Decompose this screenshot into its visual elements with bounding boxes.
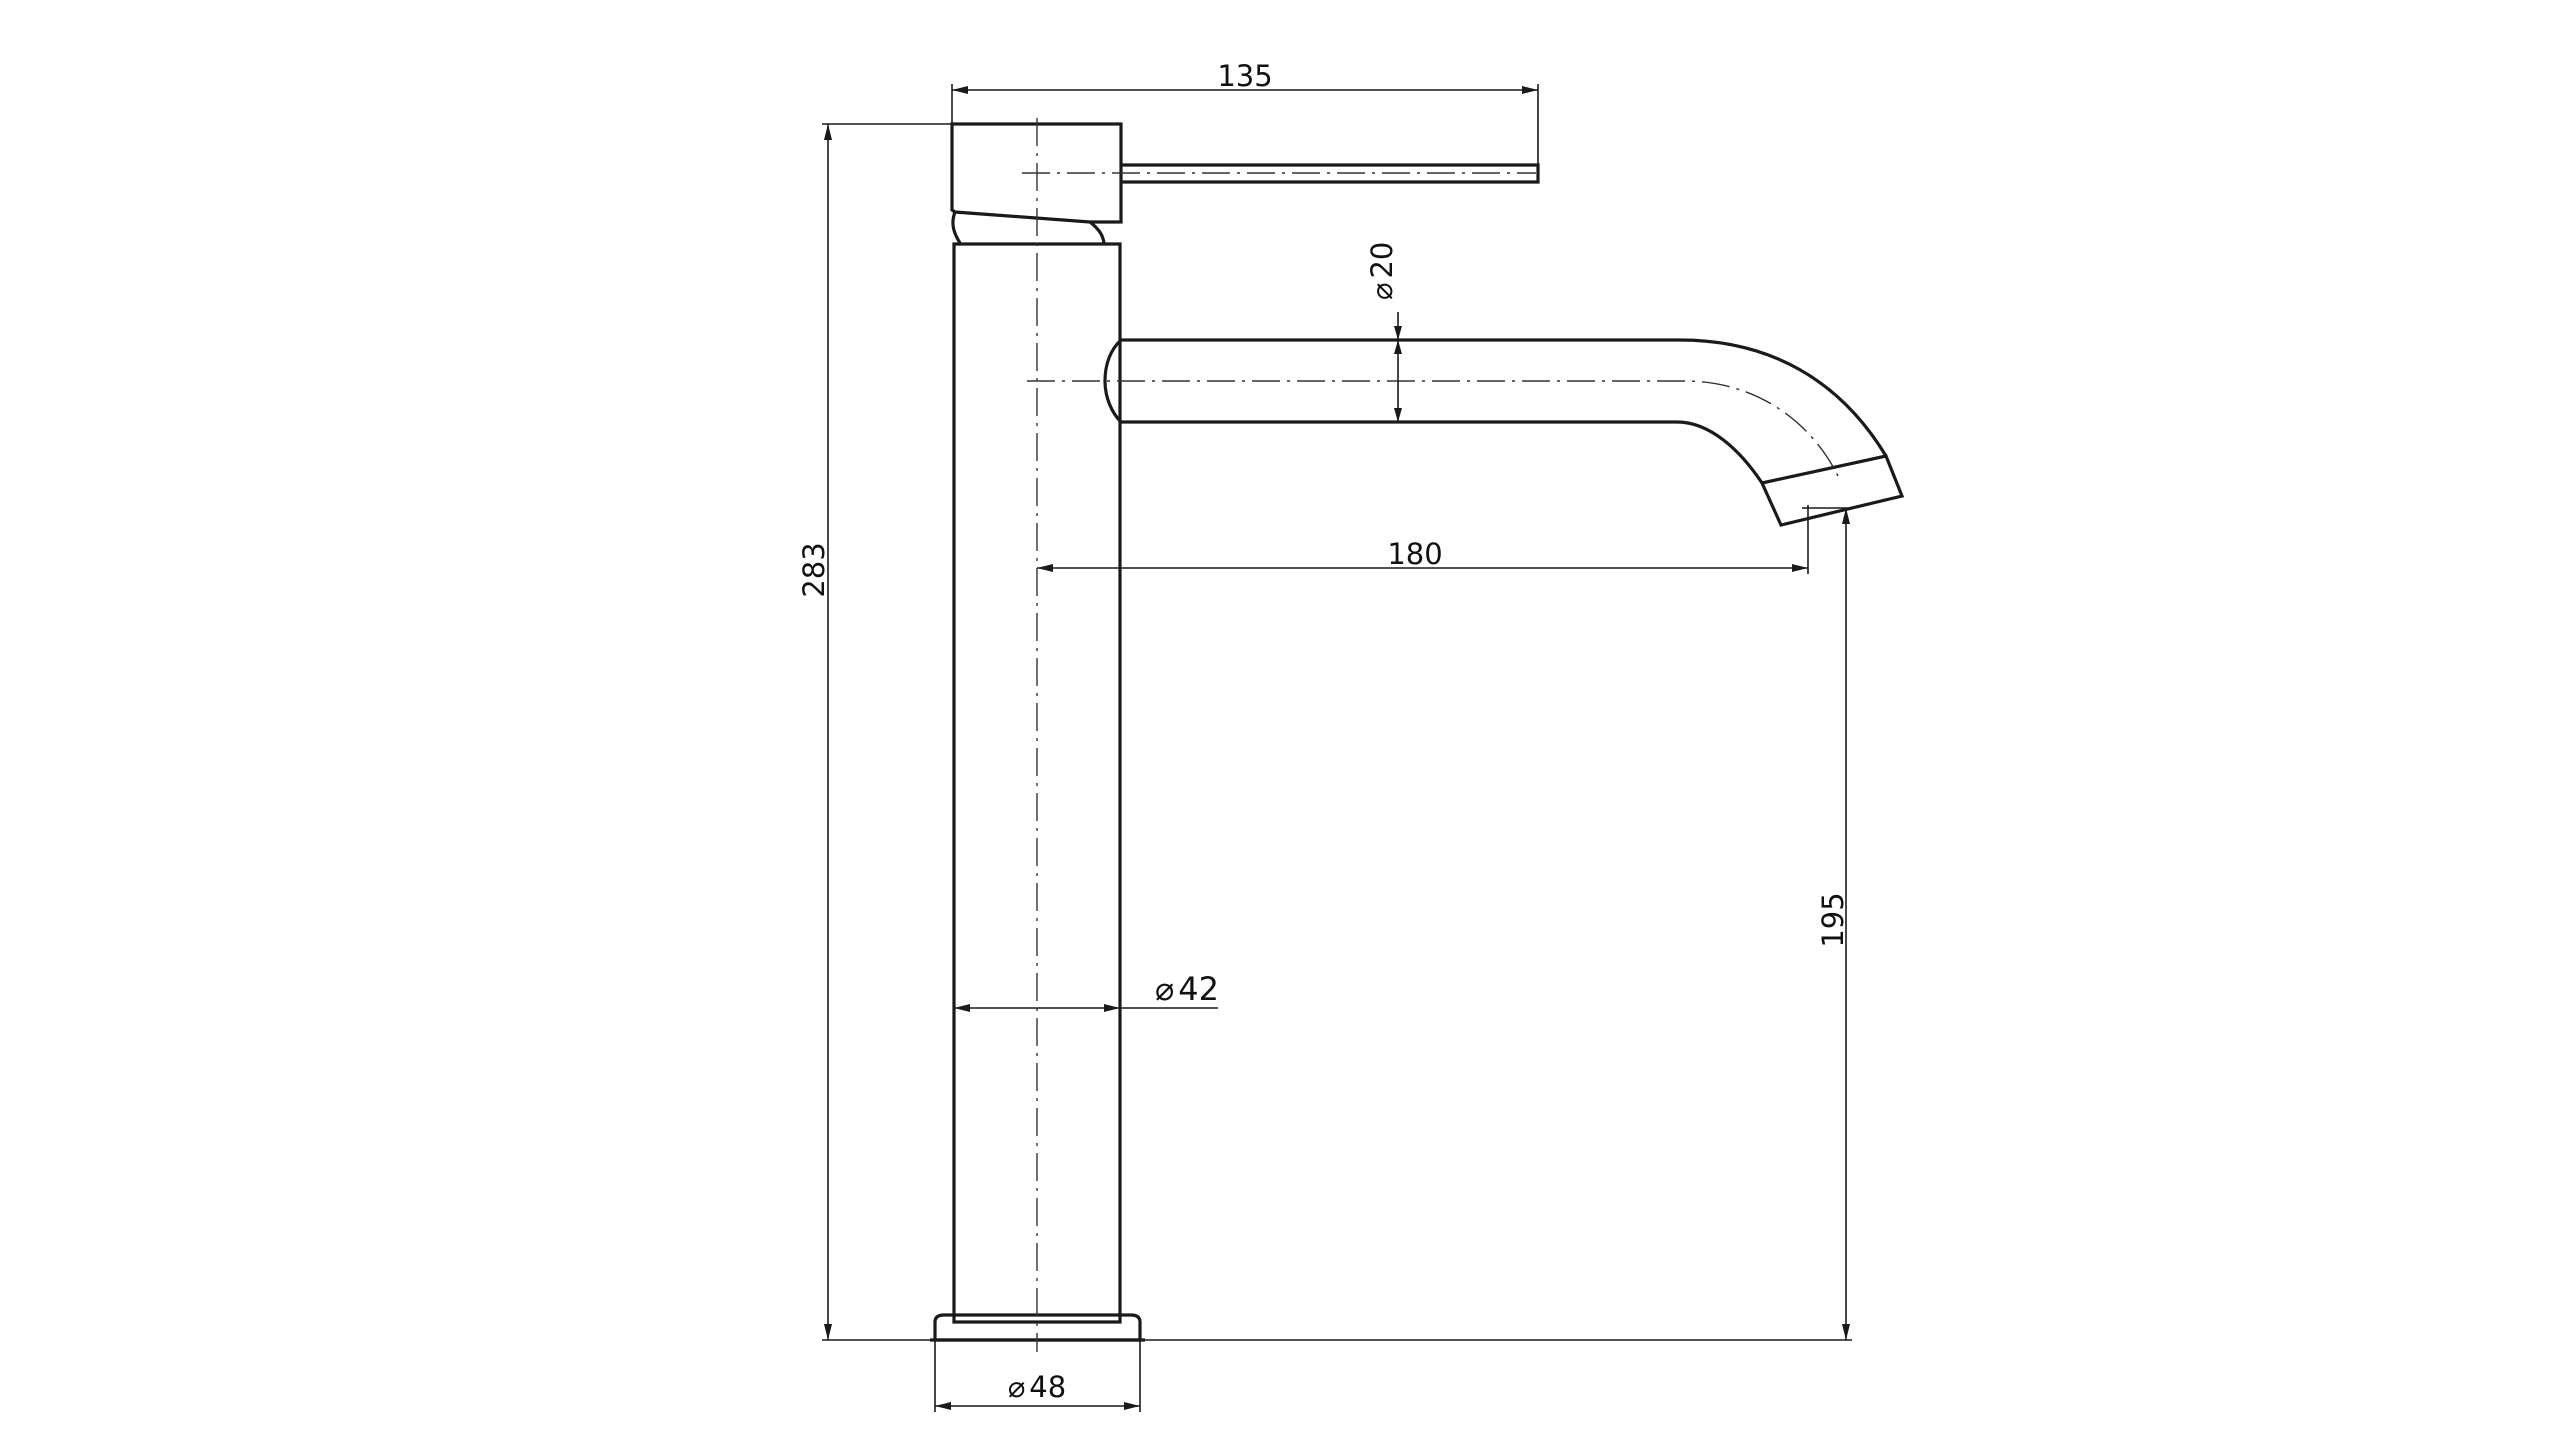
lever-reach-label: 135: [1217, 59, 1272, 93]
dimension-spout-height: [1145, 507, 1852, 1341]
base-diameter-value: 48: [1029, 1370, 1066, 1404]
total-height-label: 283: [797, 542, 831, 597]
handle-neck: [951, 211, 1106, 244]
body-diameter-value: 42: [1178, 970, 1219, 1008]
center-lines: [1022, 118, 1839, 1352]
spout-reach-label: 180: [1387, 537, 1442, 571]
dimension-spout-reach: [1037, 505, 1809, 574]
dimension-total-height: [822, 123, 952, 1341]
aerator: [1759, 454, 1905, 527]
spout-diameter-value: 20: [1365, 242, 1399, 279]
svg-text:⌀48: ⌀48: [1008, 1370, 1066, 1404]
diameter-symbol: ⌀: [1365, 283, 1399, 300]
dimension-spout-diameter: [1394, 312, 1402, 422]
spout-diameter-label: ⌀ 20: [1365, 242, 1399, 300]
faucet-outline: [930, 122, 1905, 1342]
svg-text:⌀42: ⌀42: [1155, 970, 1219, 1008]
diameter-symbol: ⌀: [1155, 970, 1174, 1008]
dimension-base-diameter: [934, 1340, 1141, 1412]
spout: [1103, 338, 1888, 484]
lever: [1121, 163, 1540, 184]
base-diameter-label: ⌀48: [1008, 1370, 1066, 1404]
diameter-symbol: ⌀: [1008, 1370, 1025, 1404]
faucet-base: [933, 1313, 1142, 1342]
dimension-body-diameter: [954, 1004, 1218, 1012]
dimension-lever-reach: [951, 84, 1539, 164]
svg-text:⌀20: ⌀ 20: [1365, 242, 1399, 300]
spout-height-label: 195: [1816, 892, 1850, 947]
body-diameter-label: ⌀42: [1155, 970, 1219, 1008]
faucet-body: [952, 242, 1122, 1324]
